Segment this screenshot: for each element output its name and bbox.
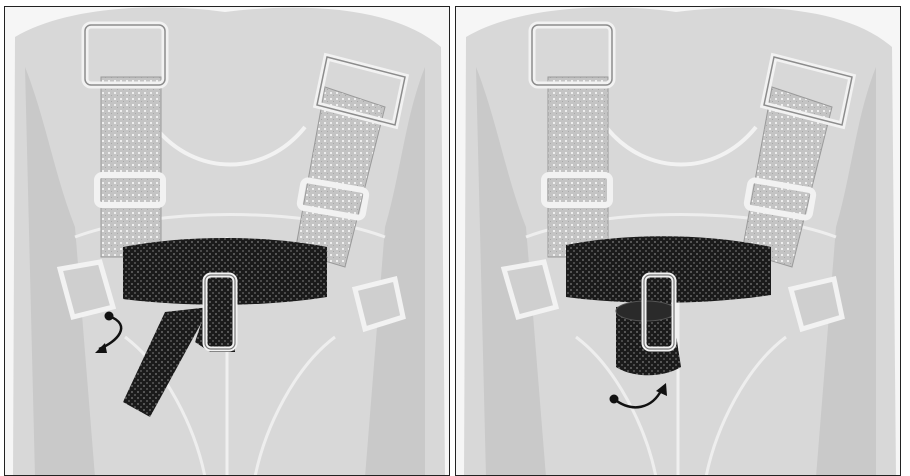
harness-illustration-left	[5, 7, 450, 476]
panel-left	[4, 6, 450, 476]
harness-illustration-right	[456, 7, 901, 476]
side-buckle-right	[355, 279, 403, 329]
side-buckle-right	[791, 279, 842, 329]
panel-right	[455, 6, 901, 476]
